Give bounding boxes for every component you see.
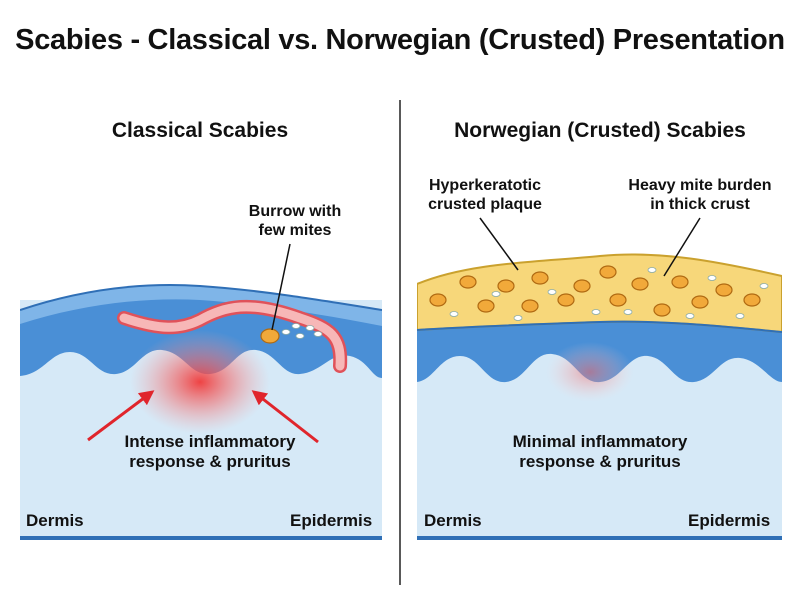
- mites-in-crust: [429, 265, 761, 317]
- crust-callout-line: [479, 217, 519, 271]
- dermis-label-left: Dermis: [26, 511, 84, 530]
- mite-burden-line1: Heavy mite burden: [628, 177, 772, 194]
- burrow-callout: Burrow with few mites: [220, 202, 370, 240]
- burrow-callout-line1: Burrow with: [248, 203, 342, 220]
- crust-callout-line1: Hyperkeratotic: [428, 177, 542, 194]
- classical-panel: [20, 284, 382, 540]
- classical-note-line1: Intense inflammatory: [124, 432, 296, 451]
- mite-burden-callout-line: [663, 217, 701, 277]
- inflammation-glow-left: [130, 330, 270, 434]
- stratum-corneum-left: [20, 285, 382, 326]
- mite-in-burrow: [260, 328, 280, 344]
- crusted-panel: [417, 253, 782, 540]
- crust-callout: Hyperkeratotic crusted plaque: [410, 176, 560, 214]
- crusted-note-line1: Minimal inflammatory: [512, 432, 688, 451]
- mite-eggs-left: [281, 323, 323, 339]
- mite-burden-line2: in thick crust: [650, 196, 750, 214]
- crusted-panel-title: Norwegian (Crusted) Scabies: [454, 119, 746, 142]
- dermis-label-right: Dermis: [424, 511, 482, 530]
- inflammation-arrow-right: [251, 390, 319, 444]
- classical-note-line2: response & pruritus: [129, 452, 291, 472]
- burrow-callout-line2: few mites: [258, 222, 332, 240]
- mite-burden-callout: Heavy mite burden in thick crust: [610, 176, 790, 214]
- classical-inflammation-note: Intense inflammatory response & pruritus: [90, 432, 330, 473]
- diagram-title: Scabies - Classical vs. Norwegian (Crust…: [15, 24, 785, 56]
- inflammation-glow-right: [546, 342, 634, 402]
- crusted-note-line2: response & pruritus: [519, 452, 681, 472]
- epidermis-label-left: Epidermis: [290, 511, 373, 530]
- crusted-inflammation-note: Minimal inflammatory response & pruritus: [480, 432, 720, 473]
- classical-panel-title: Classical Scabies: [111, 119, 289, 142]
- epidermis-label-right: Epidermis: [688, 511, 771, 530]
- eggs-in-crust: [449, 267, 769, 321]
- crust-callout-line2: crusted plaque: [428, 196, 542, 214]
- burrow-callout-line: [271, 243, 291, 331]
- inflammation-arrow-left: [87, 390, 155, 442]
